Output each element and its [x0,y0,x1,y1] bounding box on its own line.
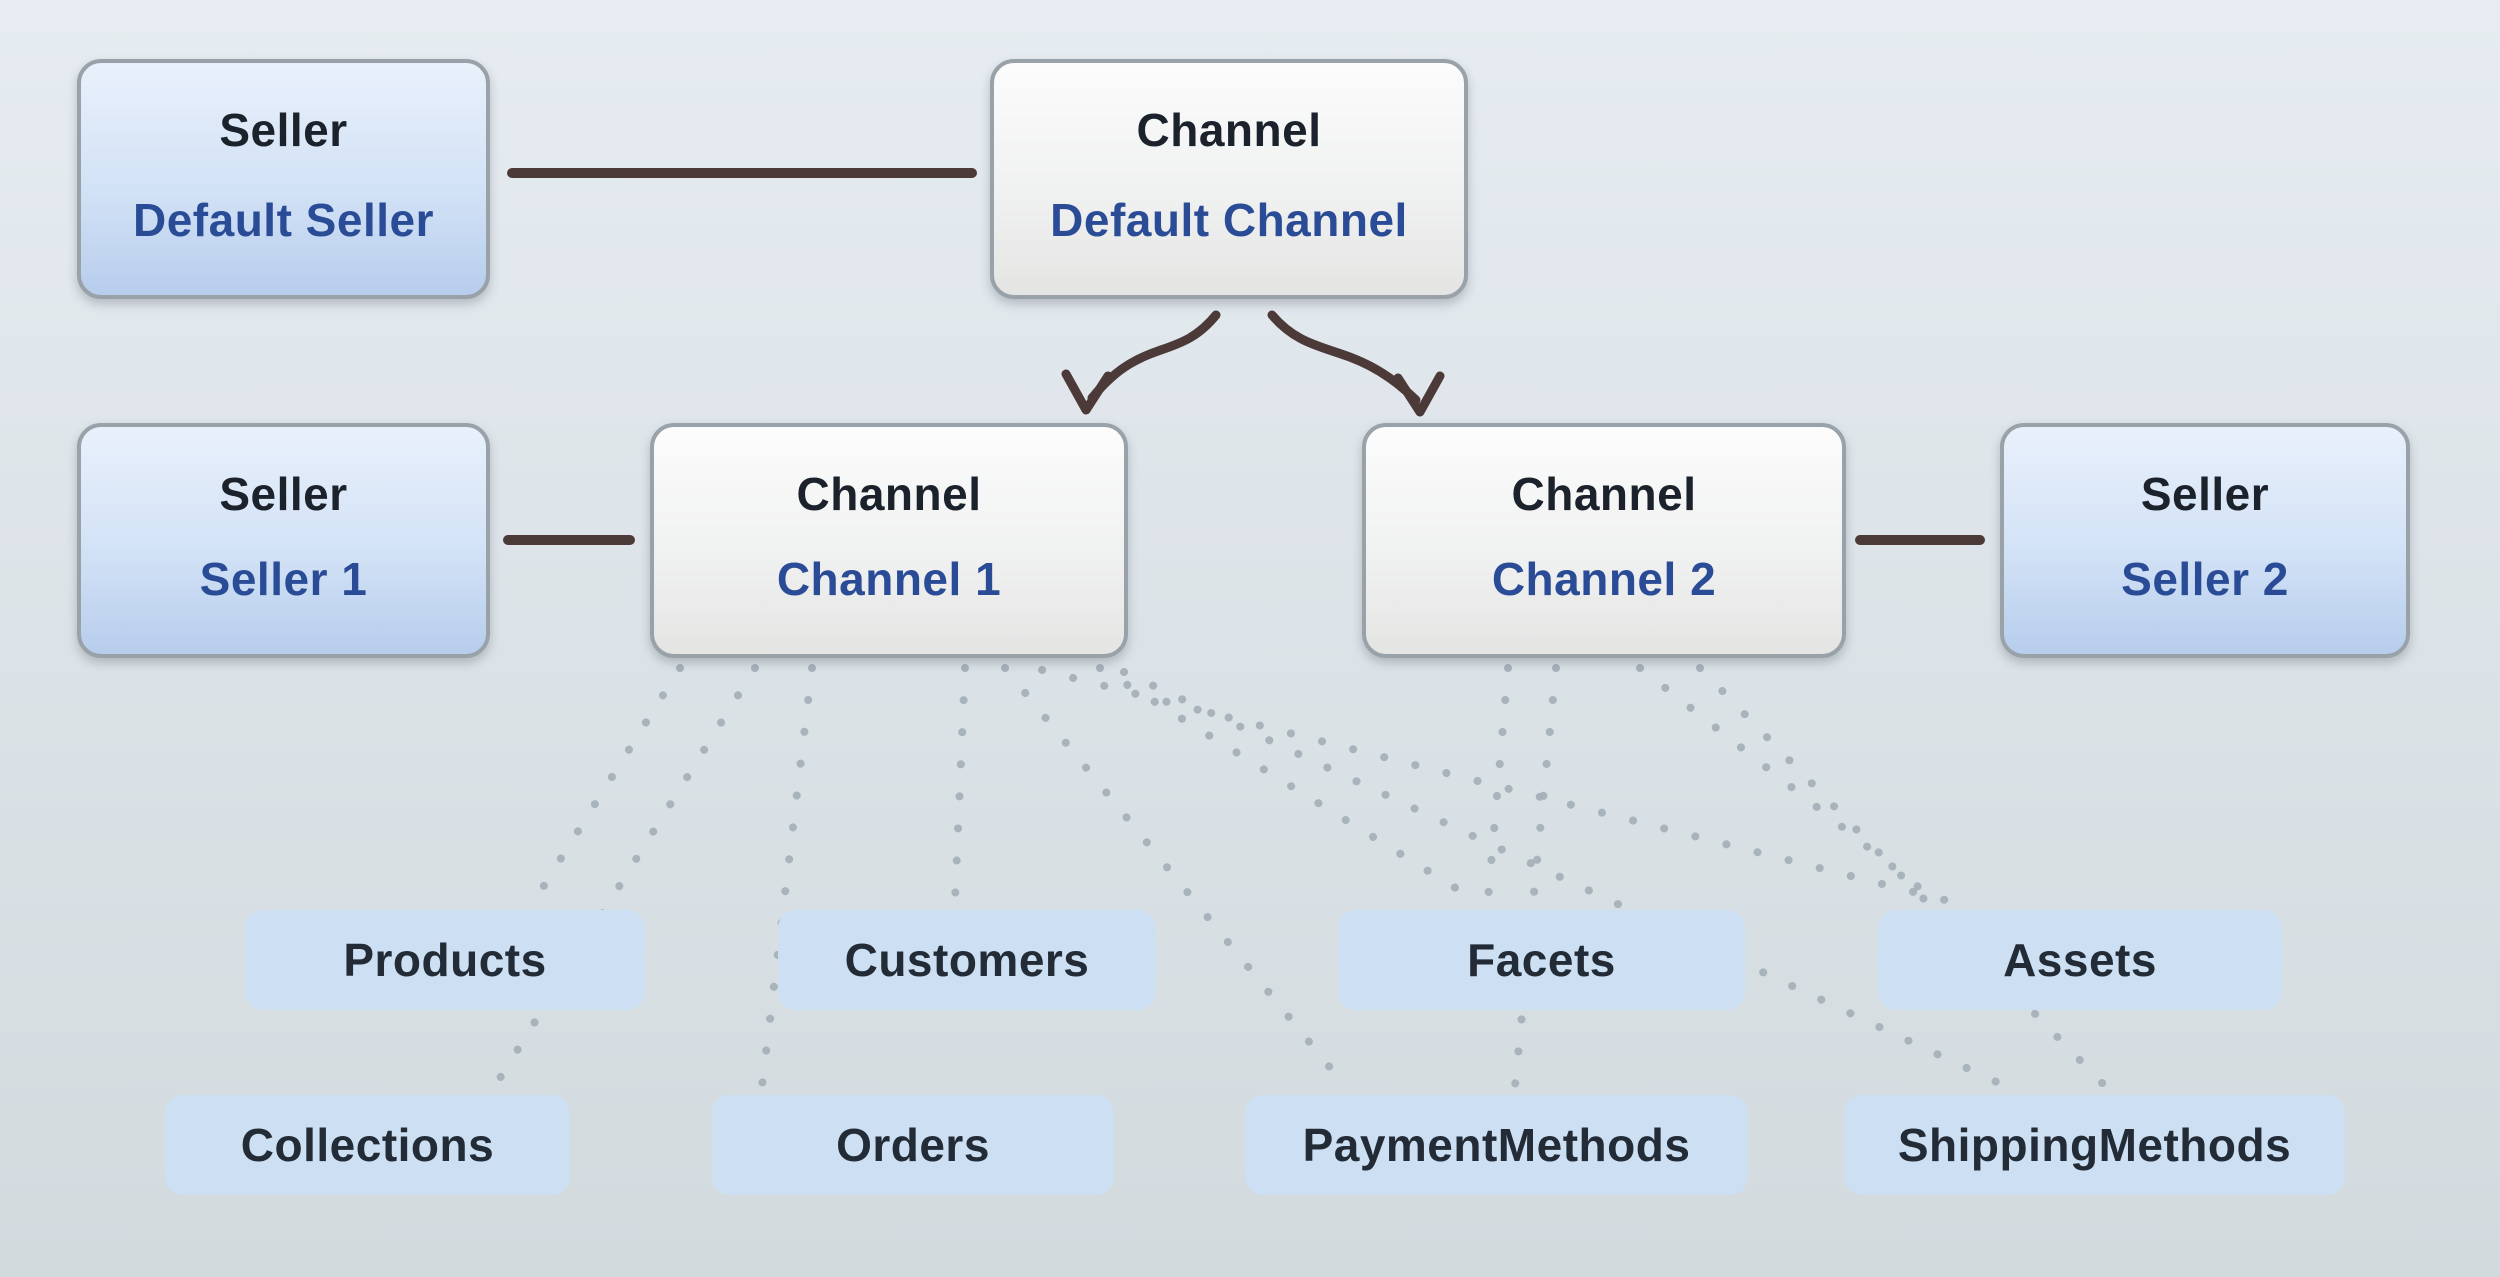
entity-paymentmethods: PaymentMethods [1245,1095,1748,1195]
node-type-label: Channel [1136,104,1322,156]
arrow-curve-left [1087,310,1221,403]
node-name-label: Channel 2 [1491,553,1717,605]
entity-customers: Customers [778,910,1156,1010]
node-channel-1: Channel Channel 1 [650,423,1128,658]
node-channel-2: Channel Channel 2 [1362,423,1846,658]
node-name-label: Seller 2 [2121,553,2289,605]
node-type-label: Channel [796,468,982,520]
edge-channel2-facets [1484,664,1512,904]
entity-shippingmethods: ShippingMethods [1844,1095,2345,1195]
entity-orders: Orders [712,1095,1114,1195]
node-seller-1: Seller Seller 1 [77,423,490,658]
node-name-label: Default Channel [1050,194,1408,246]
edge-channel1-paymentmethods [1001,664,1349,1090]
arrowhead-left-icon [1061,369,1113,415]
arrowhead-right-icon [1393,371,1445,417]
node-name-label: Channel 1 [776,553,1002,605]
node-default-seller: Seller Default Seller [77,59,490,299]
entity-products: Products [245,910,645,1010]
entity-facets: Facets [1338,910,1745,1010]
edge-channel2-assets [1636,664,1939,904]
node-type-label: Seller [219,104,348,156]
node-type-label: Seller [2140,468,2270,520]
edge-channel1-collections [491,664,759,1090]
edge-channel1-facets [1096,664,1479,904]
node-seller-2: Seller Seller 2 [2000,423,2410,658]
edge-channel1-orders [758,664,816,1090]
entity-assets: Assets [1878,910,2282,1010]
arrow-default-channel-to-channel1 [1061,310,1221,415]
arrow-default-channel-to-channel2 [1267,310,1445,417]
node-type-label: Seller [219,468,348,520]
node-name-label: Default Seller [133,194,434,246]
edge-channel2-shippingmethods [1696,664,2109,1090]
edge-channel2-paymentmethods [1511,664,1560,1090]
entity-collections: Collections [165,1095,570,1195]
edge-channel1-customers [951,664,969,904]
arrow-curve-right [1267,310,1421,405]
edge-channel1-shippingmethods [1120,668,2009,1090]
node-name-label: Seller 1 [199,553,368,605]
edge-channel1-products [531,664,684,904]
node-default-channel: Channel Default Channel [990,59,1468,299]
node-type-label: Channel [1511,468,1697,520]
